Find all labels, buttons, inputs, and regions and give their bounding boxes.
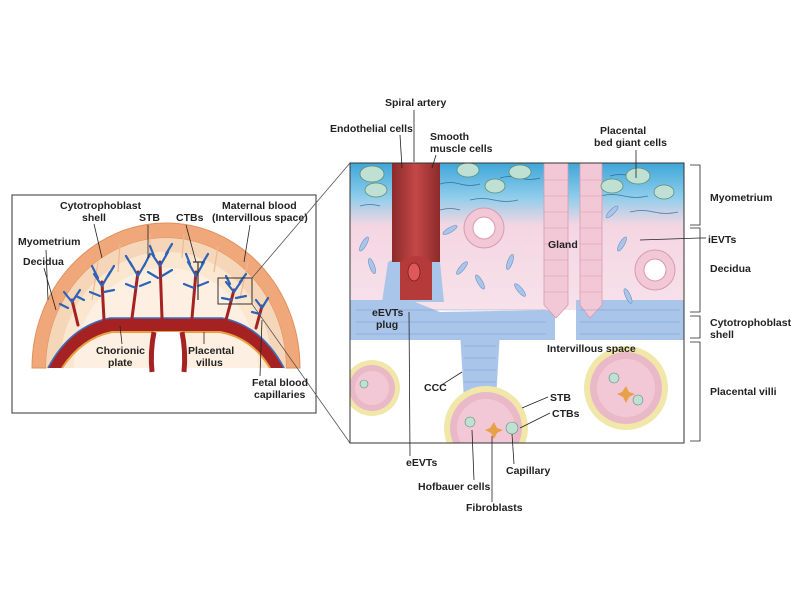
- layer-brackets: [690, 164, 706, 442]
- tissue-section: [350, 163, 684, 443]
- layer-ievts: iEVTs: [708, 234, 737, 246]
- label-spiral-artery: Spiral artery: [385, 97, 446, 109]
- label-plug: plug: [376, 319, 398, 331]
- label-hofbauer-cells: Hofbauer cells: [418, 481, 491, 493]
- label-gland: Gland: [548, 239, 578, 251]
- layer-shell: shell: [710, 329, 734, 341]
- layer-labels: Myometrium iEVTs Decidua Cytotrophoblast…: [708, 192, 792, 398]
- label-muscle-cells: muscle cells: [430, 143, 493, 155]
- label-cytotrophoblast-shell-2: shell: [82, 212, 106, 224]
- label-chorionic: Chorionic: [96, 345, 145, 357]
- villus-left: [350, 360, 400, 416]
- left-labels: Myometrium Decidua Cytotrophoblast shell…: [18, 200, 308, 401]
- label-ctbs-right: CTBs: [552, 408, 580, 420]
- label-intervillous-space-right: Intervillous space: [547, 343, 636, 355]
- right-panel-frame: [349, 162, 685, 444]
- label-villus: villus: [196, 357, 223, 369]
- label-placental: Placental: [188, 345, 234, 357]
- label-intervillous-space: (Intervillous space): [212, 212, 308, 224]
- label-smooth: Smooth: [430, 131, 469, 143]
- label-stb-right: STB: [550, 392, 571, 404]
- layer-cytotrophoblast: Cytotrophoblast: [710, 317, 792, 329]
- villus-right: [584, 346, 668, 430]
- label-endothelial-cells: Endothelial cells: [330, 123, 413, 135]
- label-fibroblasts: Fibroblasts: [466, 502, 523, 514]
- label-stb-left: STB: [139, 212, 160, 224]
- layer-placental-villi: Placental villi: [710, 386, 777, 398]
- layer-myometrium: Myometrium: [710, 192, 772, 204]
- zoom-connector-lines: [251, 162, 351, 444]
- label-decidua: Decidua: [23, 256, 64, 268]
- label-placental-bed: Placental: [600, 125, 646, 137]
- label-myometrium: Myometrium: [18, 236, 80, 248]
- villus-center: [444, 386, 528, 443]
- label-maternal-blood: Maternal blood: [222, 200, 297, 212]
- right-labels: Spiral artery Endothelial cells Smooth m…: [330, 97, 701, 514]
- label-giant-cells: bed giant cells: [594, 137, 667, 149]
- label-fetal-blood: Fetal blood: [252, 377, 308, 389]
- label-capillaries: capillaries: [254, 389, 306, 401]
- label-eevts-plug: eEVTs: [372, 307, 403, 319]
- label-ctbs-left: CTBs: [176, 212, 204, 224]
- label-eevts: eEVTs: [406, 457, 437, 469]
- label-capillary: Capillary: [506, 465, 551, 477]
- label-cytotrophoblast-shell: Cytotrophoblast: [60, 200, 142, 212]
- label-plate: plate: [108, 357, 133, 369]
- layer-decidua: Decidua: [710, 263, 751, 275]
- uterine-cross-section: [31, 222, 301, 373]
